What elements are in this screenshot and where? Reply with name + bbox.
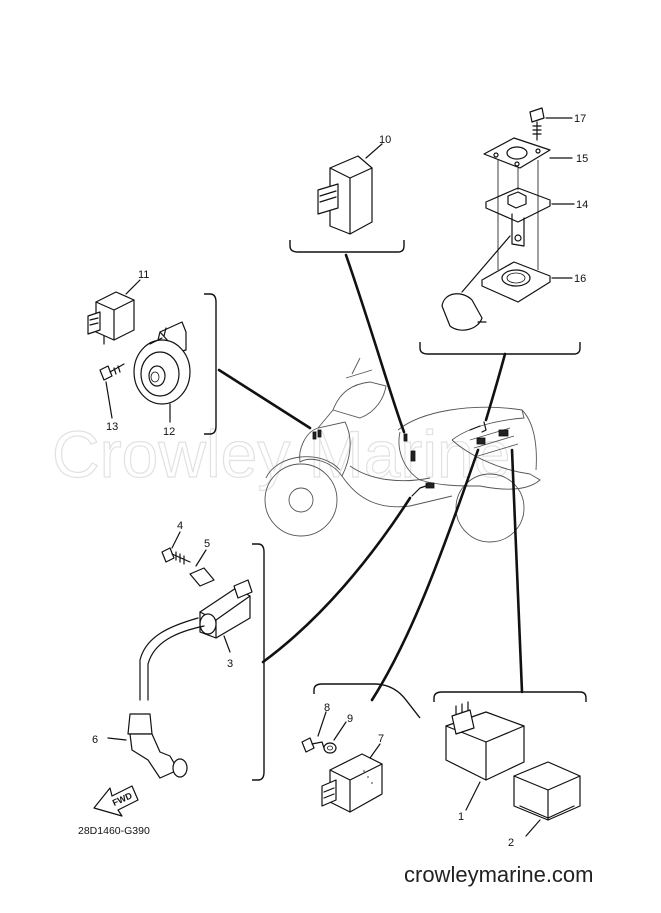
callout-17: 17 [574,113,586,125]
part-4-coil-bolt [161,531,191,565]
drawing-code-label: 28D1460-G390 [78,825,150,837]
callout-1: 1 [458,811,464,823]
callout-11: 11 [138,269,149,281]
watermark-text: Crowley Marine [52,417,510,491]
callout-6: 6 [92,734,98,746]
callout-15: 15 [576,153,588,165]
part-3-ignition-coil [199,579,253,653]
callout-4: 4 [177,520,183,532]
part-10-relay-unit [317,143,383,235]
callout-3: 3 [227,658,233,670]
part-12-horn [133,321,191,423]
part-11-flasher-relay [87,279,141,345]
part-8-regulator-bolt [301,711,327,753]
callout-12: 12 [163,426,175,438]
group-brackets [204,240,587,781]
connection-lines [217,253,524,702]
callout-13: 13 [106,421,118,433]
part-13-horn-bolt [99,363,125,419]
callout-numbers: 1 2 3 4 5 6 7 8 9 10 11 12 13 14 15 16 1… [92,113,588,849]
callout-14: 14 [576,199,588,211]
callout-2: 2 [508,837,514,849]
part-6-spark-plug-cap [107,617,205,779]
callout-9: 9 [347,713,353,725]
callout-8: 8 [324,702,330,714]
callout-16: 16 [574,273,586,285]
part-2-cdi-cover [513,761,581,837]
callout-5: 5 [204,538,210,550]
part-1-cdi-unit [445,701,525,811]
part-9-washer [323,721,347,754]
callout-10: 10 [379,134,391,146]
scooter-location-marks [312,421,509,497]
part-5-coil-bracket [189,549,215,587]
callout-7: 7 [378,733,384,745]
site-url-link[interactable]: crowleymarine.com [404,862,594,887]
part-7-rectifier-regulator [321,743,383,813]
part-14-17-fuel-sender-assembly [441,107,575,331]
forward-arrow-icon: FWD [93,785,139,817]
